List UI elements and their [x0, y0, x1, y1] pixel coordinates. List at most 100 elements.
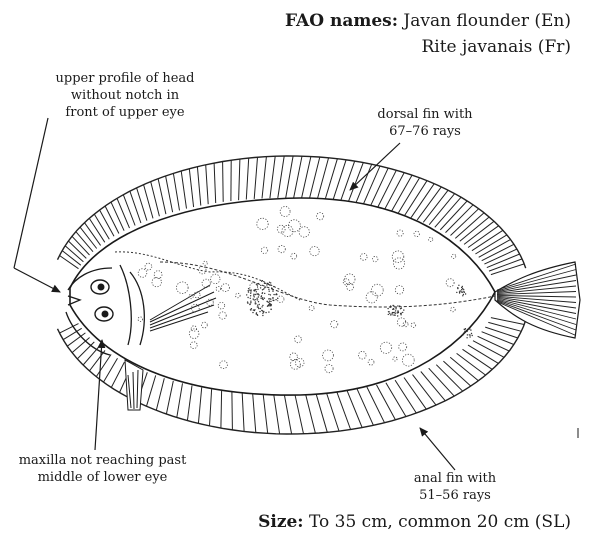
fin-ray: [89, 218, 105, 242]
fin-ray: [72, 338, 90, 353]
stipple-dot: [397, 305, 398, 306]
fin-ray: [77, 342, 94, 359]
stipple-dot: [257, 285, 258, 286]
fin-ray: [62, 251, 81, 266]
stipple-dot: [467, 334, 468, 335]
stipple-dot: [256, 298, 257, 299]
stipple-dot: [277, 298, 278, 299]
fin-ray: [60, 256, 79, 269]
stipple-dot: [258, 307, 259, 308]
stipple-dot: [387, 308, 388, 309]
stipple-dot: [468, 328, 469, 329]
fin-ray: [278, 156, 284, 198]
stipple-dot: [254, 299, 255, 300]
stipple-dot: [265, 312, 266, 313]
stipple-dot: [264, 293, 265, 294]
fin-ray: [65, 246, 83, 262]
stipple-dot: [255, 299, 256, 300]
fin-ray: [254, 157, 257, 199]
fin-ray: [262, 157, 266, 199]
stipple-dot: [463, 289, 464, 290]
fin-ray: [450, 357, 478, 380]
stipple-dot: [248, 290, 249, 291]
stipple-dot: [261, 295, 262, 296]
fin-ray: [232, 392, 233, 430]
stipple-dot: [268, 289, 269, 290]
stipple-dot: [393, 305, 394, 306]
fin-ray: [306, 394, 316, 433]
stipple-dot: [264, 283, 265, 284]
stipple-dot: [262, 289, 263, 290]
fin-ray: [478, 336, 510, 351]
fin-ray: [221, 391, 222, 428]
stipple-dot: [398, 312, 399, 313]
fin-ray: [197, 167, 200, 206]
stipple-dot: [250, 309, 251, 310]
fin-ray: [460, 217, 489, 241]
stipple-dot: [273, 300, 274, 301]
stipple-dot: [255, 301, 256, 302]
stipple-dot: [259, 304, 260, 305]
stipple-dot: [261, 306, 262, 307]
stipple-dot: [263, 299, 264, 300]
fin-ray: [94, 214, 109, 239]
stipple-dot: [462, 288, 463, 289]
fin-ray: [214, 163, 216, 203]
fin-ray: [274, 395, 280, 434]
stipple-dot: [258, 283, 259, 284]
fin-ray: [294, 156, 302, 198]
fin-ray: [348, 163, 363, 203]
stipple-dot: [268, 311, 269, 312]
stipple-dot: [472, 335, 473, 336]
stipple-dot: [272, 297, 273, 298]
stipple-dot: [257, 305, 258, 306]
stipple-dot: [269, 301, 270, 302]
stipple-dot: [253, 294, 254, 295]
stipple-dot: [266, 283, 267, 284]
fin-ray: [482, 332, 514, 345]
stipple-dot: [258, 296, 259, 297]
stipple-dot: [268, 294, 269, 295]
stipple-dot: [255, 294, 256, 295]
stipple-dot: [397, 315, 398, 316]
fin-ray: [105, 206, 119, 234]
stipple-dot: [270, 309, 271, 310]
fin-ray: [111, 202, 124, 231]
stipple-dot: [466, 337, 467, 338]
stipple-dot: [246, 294, 247, 295]
stipple-dot: [250, 295, 251, 296]
stipple-dot: [271, 287, 272, 288]
stipple-dot: [458, 285, 459, 286]
stipple-dot: [467, 331, 468, 332]
stipple-dot: [471, 333, 472, 334]
fin-ray: [100, 210, 114, 236]
stipple-dot: [247, 301, 248, 302]
stipple-dot: [399, 305, 400, 306]
stipple-dot: [255, 289, 256, 290]
stipple-dot: [258, 301, 259, 302]
fin-ray: [463, 349, 493, 369]
fin-ray: [377, 385, 396, 420]
stipple-dot: [270, 282, 271, 283]
fin-ray: [253, 394, 256, 433]
stipple-dot: [459, 292, 460, 293]
stipple-dot: [249, 289, 250, 290]
fin-ray: [270, 156, 275, 198]
stipple-dot: [262, 313, 263, 314]
stipple-dot: [270, 294, 271, 295]
stipple-dot: [252, 312, 253, 313]
fin-ray: [166, 176, 173, 212]
stipple-dot: [400, 314, 401, 315]
stipple-dot: [394, 312, 395, 313]
fin-ray: [76, 232, 93, 252]
stipple-dot: [394, 315, 395, 316]
fin-ray: [391, 175, 412, 211]
fin-ray: [151, 182, 160, 217]
stipple-dot: [257, 289, 258, 290]
stipple-dot: [462, 286, 463, 287]
fin-ray: [223, 162, 224, 202]
stipple-dot: [250, 293, 251, 294]
stipple-dot: [389, 313, 390, 314]
stipple-dot: [268, 305, 269, 306]
